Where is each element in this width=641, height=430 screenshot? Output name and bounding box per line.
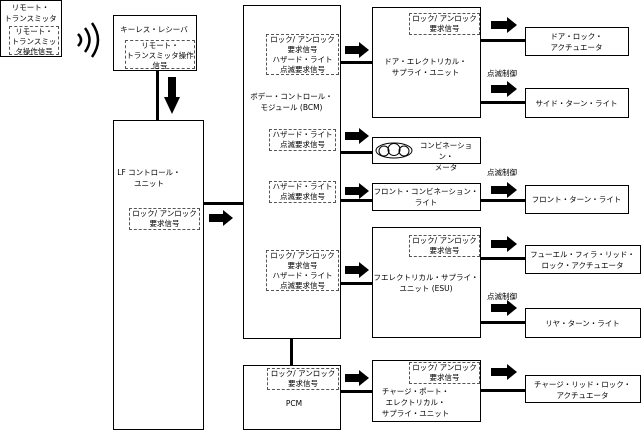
rear-turn-title: リヤ・ターン・ライト [545,319,620,328]
remote-transmitter-box: リモート・ トランスミッタ リモート・ トランスミッ タ操作信号 [0,0,62,57]
lf-signal: ロック/ アンロック 要求信号 [129,208,200,230]
arrow-right-icon [491,17,517,33]
bcm-title: ボデー・コントロール・ モジュール (BCM) [250,92,333,112]
bcm-signal-1: ロック/ アンロック 要求信号 ハザード・ライト 点滅要求信号 [266,34,339,75]
connector [340,61,372,64]
front-turn-light-box: フロント・ターン・ライト [525,185,629,214]
charge-lid-actuator-box: チャージ・リッド・ロック・ アクチュエータ [525,375,641,403]
front-combination-light-box: フロント・コンビネーション・ ライト [372,183,481,211]
combination-meter-box: コンビネーション・ メータ [372,137,481,172]
bcm-signal-3: ハザード・ライト 点滅要求信号 [269,181,336,203]
receiver-title: キーレス・レシーバ [120,25,188,34]
connector [290,338,293,365]
connector [480,389,525,392]
connector [340,390,372,393]
connector [340,199,372,202]
receiver-signal: リモート・ トランスミッタ操作 信号 [125,40,195,70]
pcm-box: ロック/ アンロック 要求信号 PCM [243,365,341,430]
arrow-right-icon [345,370,369,386]
bcm-signal-4: ロック/ アンロック 要求信号 ハザード・ライト 点滅要求信号 [266,250,339,291]
blink-control-label: 点滅制御 [487,292,517,301]
arrow-right-icon [491,182,517,198]
bcm-signal-2: ハザード・ライト 点滅要求信号 [269,129,336,151]
rear-turn-light-box: リヤ・ターン・ライト [525,308,641,338]
arrow-right-icon [491,236,517,252]
connector [203,202,243,205]
remote-signal: リモート・ トランスミッ タ操作信号 [9,26,59,56]
door-esu-signal: ロック/ アンロック 要求信号 [409,13,480,35]
connector [156,70,159,120]
gauge-cluster-icon [375,142,413,159]
door-lock-actuator-box: ドア・ロック・ アクチュエータ [525,27,629,56]
pcm-signal: ロック/ アンロック 要求信号 [267,368,339,390]
remote-title: リモート・ トランスミッタ [4,3,57,23]
connector [480,321,525,324]
esu-signal: ロック/ アンロック 要求信号 [409,235,480,257]
connector [480,257,525,260]
arrow-right-icon [491,81,517,97]
esu-title: フエレクトリカル・サプライ・ ユニット (ESU) [373,273,479,293]
bcm-box: ロック/ アンロック 要求信号 ハザード・ライト 点滅要求信号 ボデー・コントロ… [243,5,341,339]
pcm-title: PCM [285,399,303,408]
radio-waves-icon [77,22,100,58]
arrow-right-icon [345,128,369,144]
charge-esu-signal: ロック/ アンロック 要求信号 [409,362,480,384]
charge-esu-title: チャージ・ポート・ エレクトリカル・ サプライ・ユニット [381,387,450,418]
arrow-right-icon [345,183,369,199]
front-turn-title: フロント・ターン・ライト [531,195,622,204]
connector [480,39,525,42]
blink-control-label: 点滅制御 [487,168,517,177]
fuel-lid-title: フューエル・フィラ・リッド・ ロック・アクチュエータ [530,250,635,270]
door-esu-title: ドア・エレクトリカル・ サプライ・ユニット [384,57,467,77]
arrow-right-icon [209,210,233,226]
keyless-receiver-box: キーレス・レシーバ リモート・ トランスミッタ操作 信号 [113,15,197,71]
connector [480,101,525,104]
charge-port-esu-box: ロック/ アンロック 要求信号 チャージ・ポート・ エレクトリカル・ サプライ・… [372,360,481,422]
arrow-right-icon [345,42,369,58]
arrow-down-icon [164,77,180,114]
fuel-lid-actuator-box: フューエル・フィラ・リッド・ ロック・アクチュエータ [525,245,641,274]
lf-control-unit-box: LF コントロール・ ユニット ロック/ アンロック 要求信号 [113,120,204,430]
arrow-right-icon [491,364,517,380]
arrow-right-icon [491,300,517,316]
connector [480,199,525,202]
meter-title: コンビネーション・ メータ [419,141,473,172]
arrow-right-icon [345,262,369,278]
door-lock-title: ドア・ロック・ アクチュエータ [550,32,603,52]
blink-control-label: 点滅制御 [487,69,517,78]
esu-box: ロック/ アンロック 要求信号 フエレクトリカル・サプライ・ ユニット (ESU… [372,227,481,338]
lf-title: LF コントロール・ ユニット [117,168,181,188]
charge-lid-title: チャージ・リッド・ロック・ アクチュエータ [533,380,632,400]
side-turn-title: サイド・ターン・ライト [535,99,618,108]
front-comb-title: フロント・コンビネーション・ ライト [373,187,479,207]
connector [340,151,372,154]
connector [340,282,372,285]
door-esu-box: ロック/ アンロック 要求信号 ドア・エレクトリカル・ サプライ・ユニット [372,7,481,118]
side-turn-light-box: サイド・ターン・ライト [525,88,629,118]
